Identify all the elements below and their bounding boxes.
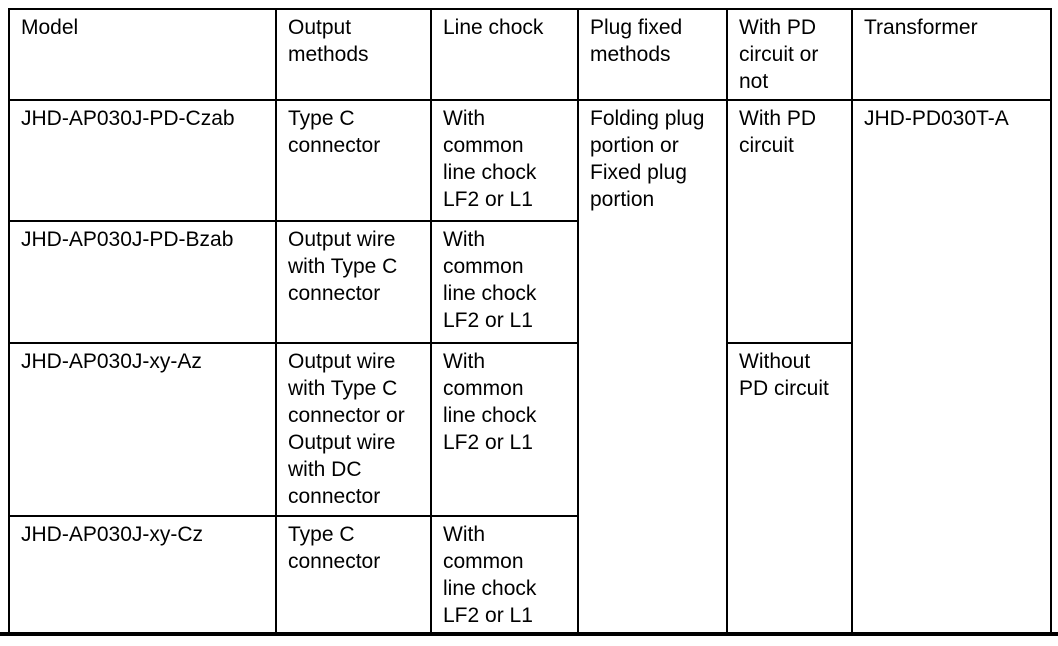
cell-with-pd-circuit: With PD circuit bbox=[726, 99, 853, 344]
cell-model-3: JHD-AP030J-xy-Az bbox=[8, 342, 277, 517]
header-row: Model Output methods Line chock Plug fix… bbox=[8, 8, 1052, 101]
header-model: Model bbox=[8, 8, 277, 101]
table-row: JHD-AP030J-xy-Cz Type C connector With c… bbox=[8, 515, 1051, 635]
model-spec-table: Model Output methods Line chock Plug fix… bbox=[8, 8, 1052, 635]
table-row: JHD-AP030J-PD-Bzab Output wire with Type… bbox=[8, 220, 1051, 344]
header-plug-fixed-methods: Plug fixed methods bbox=[577, 8, 728, 101]
cell-model-4: JHD-AP030J-xy-Cz bbox=[8, 515, 277, 635]
cell-output-method-2: Output wire with Type C connector bbox=[275, 220, 432, 344]
header-pd-circuit-or-not: With PD circuit or not bbox=[726, 8, 853, 101]
page-bottom-rule bbox=[0, 632, 1058, 636]
cell-output-method-4: Type C connector bbox=[275, 515, 432, 635]
cell-output-method-1: Type C connector bbox=[275, 99, 432, 222]
cell-output-method-3: Output wire with Type C connector or Out… bbox=[275, 342, 432, 517]
cell-transformer: JHD-PD030T-A bbox=[851, 99, 1052, 635]
header-output-methods: Output methods bbox=[275, 8, 432, 101]
header-line-chock: Line chock bbox=[430, 8, 579, 101]
cell-line-chock-3: With common line chock LF2 or L1 bbox=[430, 342, 579, 517]
cell-model-1: JHD-AP030J-PD-Czab bbox=[8, 99, 277, 222]
table-row: JHD-AP030J-PD-Czab Type C connector With… bbox=[8, 99, 1052, 635]
cell-line-chock-4: With common line chock LF2 or L1 bbox=[430, 515, 579, 635]
cell-without-pd-circuit: Without PD circuit bbox=[726, 342, 853, 635]
cell-model-2: JHD-AP030J-PD-Bzab bbox=[8, 220, 277, 344]
cell-line-chock-2: With common line chock LF2 or L1 bbox=[430, 220, 579, 344]
header-transformer: Transformer bbox=[851, 8, 1052, 101]
cell-line-chock-1: With common line chock LF2 or L1 bbox=[430, 99, 579, 222]
cell-plug-fixed-methods: Folding plug portion or Fixed plug porti… bbox=[577, 99, 728, 635]
